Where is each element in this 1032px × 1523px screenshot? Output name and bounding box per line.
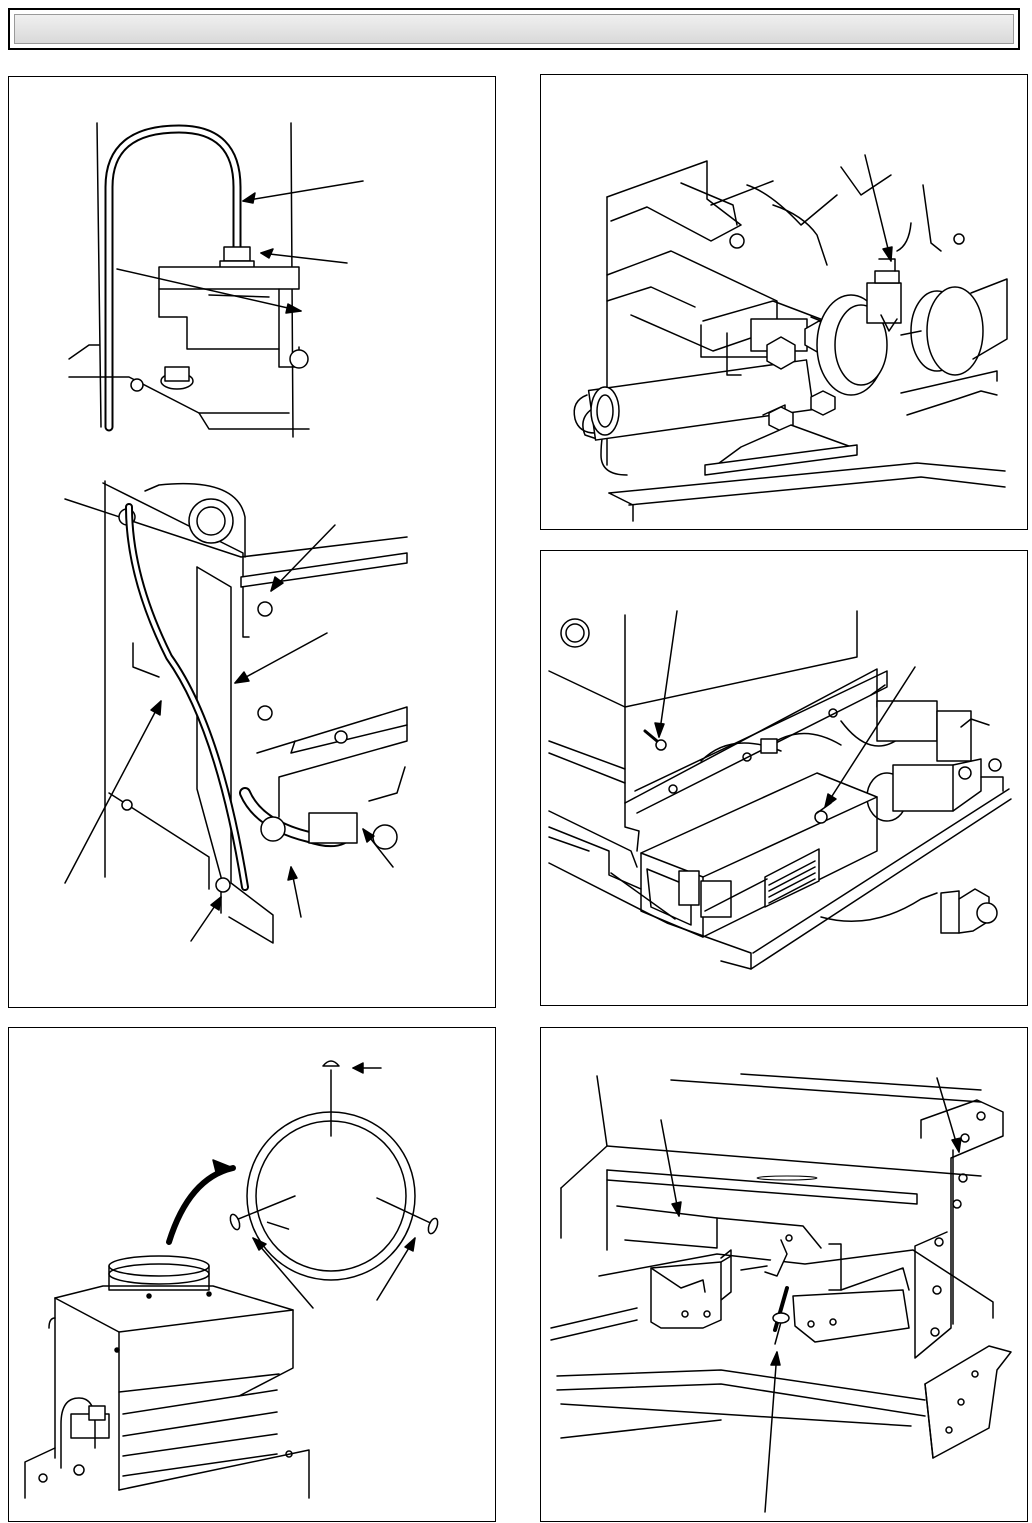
figure-panel-pipe-connection: [8, 76, 496, 1008]
figure-panel-burner-valve: [540, 74, 1028, 530]
figure-panel-flue-ring: [8, 1027, 496, 1522]
pipe-connection-illustration: [9, 77, 497, 1009]
upper-pipe-drawing: [69, 123, 363, 437]
control-box-illustration: [541, 551, 1029, 1007]
lower-pipe-drawing: [65, 481, 407, 943]
figure-panel-control-box: [540, 550, 1028, 1006]
figure-panel-brackets: [540, 1027, 1028, 1522]
header-band: [14, 14, 1014, 44]
brackets-illustration: [541, 1028, 1029, 1523]
burner-valve-illustration: [541, 75, 1029, 531]
flue-ring-illustration: [9, 1028, 497, 1523]
header-bar: [8, 8, 1020, 50]
